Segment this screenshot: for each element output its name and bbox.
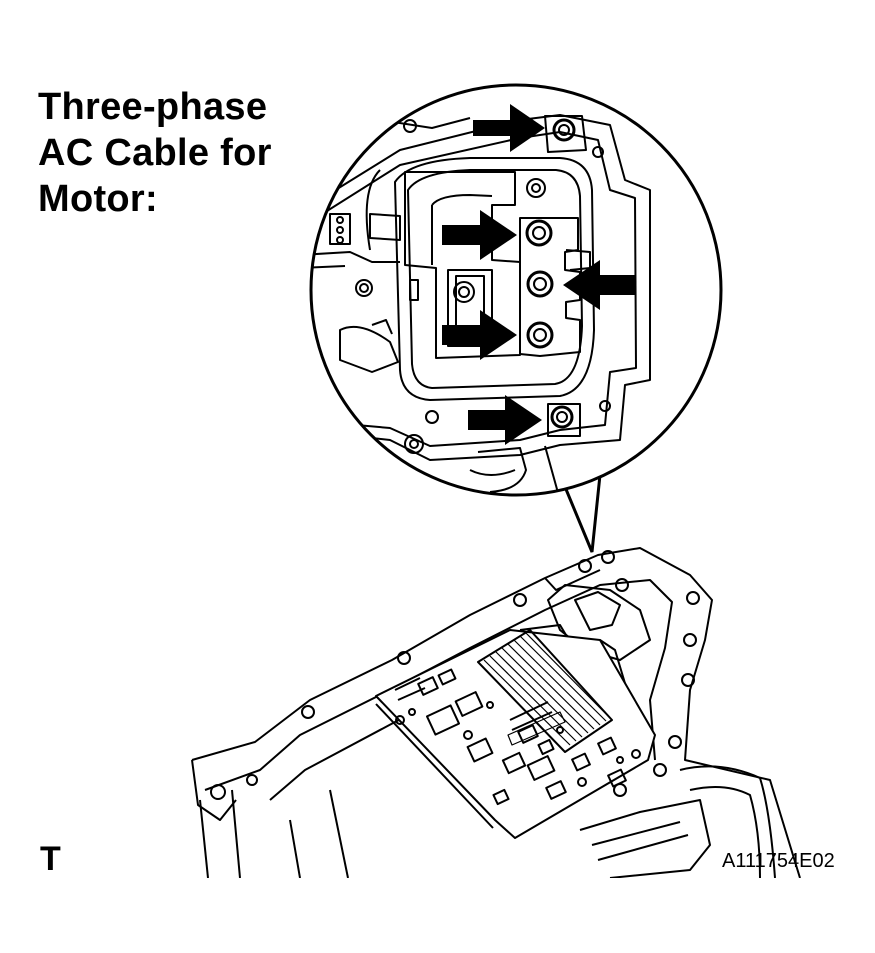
arrow-terminal-bolt-2 — [563, 260, 635, 310]
terminal-bolts — [525, 219, 554, 349]
figure-id-label: A111754E02 — [722, 850, 835, 872]
callout-title-line-1: Three-phase — [38, 86, 268, 128]
arrow-upper-bracket-bolt — [473, 104, 545, 152]
callout-title-line-2: AC Cable for — [38, 132, 272, 174]
loupe-detail — [311, 114, 651, 495]
arrow-terminal-bolt-1 — [442, 210, 517, 260]
arrow-lower-bracket-bolt — [468, 395, 542, 445]
corner-mark: T — [40, 840, 61, 878]
indicator-arrows — [442, 104, 635, 445]
callout-pointer — [561, 474, 602, 553]
loupe-background — [311, 85, 721, 495]
circuit-board — [375, 629, 656, 839]
loupe-border — [309, 83, 723, 497]
callout-title-line-3: Motor: — [38, 178, 158, 220]
arrow-terminal-bolt-3 — [442, 310, 517, 360]
